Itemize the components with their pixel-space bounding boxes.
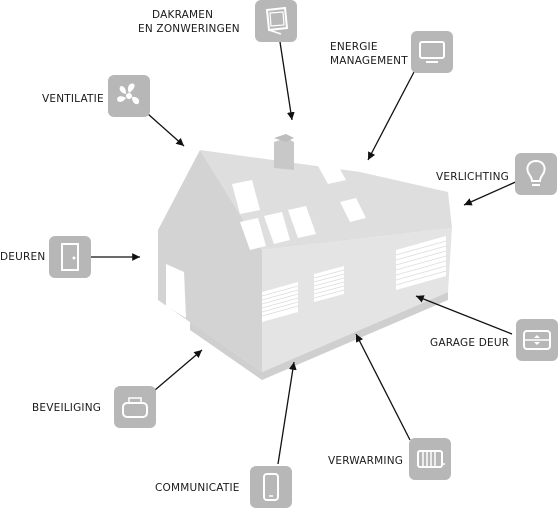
roof-window-icon	[265, 6, 289, 35]
arrow-beveiliging	[154, 349, 203, 391]
ventilatie-tile[interactable]	[108, 75, 150, 117]
door-icon	[61, 243, 79, 271]
garage-door-icon	[523, 330, 551, 350]
garage-deur-tile[interactable]	[516, 319, 558, 361]
energie-tile[interactable]	[411, 31, 453, 73]
radiator-icon	[417, 450, 445, 468]
arrow-communicatie	[277, 361, 297, 465]
label-verwarming: VERWARMING	[328, 455, 404, 467]
arrows	[90, 41, 521, 465]
fan-icon	[117, 83, 140, 105]
verlichting-tile[interactable]	[515, 153, 557, 195]
label-deuren: DEUREN	[0, 251, 46, 263]
gable-door	[166, 264, 186, 318]
verwarming-tile[interactable]	[409, 438, 451, 480]
label-energie-line2: MANAGEMENT	[330, 55, 408, 67]
dakramen-tile[interactable]	[255, 0, 297, 42]
communicatie-tile[interactable]	[250, 466, 292, 508]
smartphone-icon	[263, 473, 279, 501]
arrow-ventilatie	[147, 113, 185, 147]
security-device-icon	[122, 397, 148, 418]
arrow-energie	[367, 71, 415, 161]
label-ventilatie: VENTILATIE	[42, 93, 104, 105]
label-dakramen-line2: EN ZONWERINGEN	[138, 23, 240, 35]
label-beveiliging: BEVEILIGING	[32, 402, 102, 414]
deuren-tile[interactable]	[49, 236, 91, 278]
arrow-verwarming	[355, 333, 411, 441]
label-dakramen-line1: DAKRAMEN	[152, 9, 214, 21]
monitor-icon	[419, 41, 445, 63]
label-verlichting: VERLICHTING	[436, 171, 509, 183]
roof-windows	[232, 162, 366, 250]
label-energie-line1: ENERGIE	[330, 41, 378, 53]
arrow-verlichting	[463, 179, 521, 206]
light-bulb-icon	[526, 159, 546, 186]
arrow-garage	[415, 295, 513, 335]
arrow-dakramen	[279, 41, 295, 121]
label-garage-deur: GARAGE DEUR	[430, 337, 510, 349]
beveiliging-tile[interactable]	[114, 386, 156, 428]
label-communicatie: COMMUNICATIE	[155, 482, 240, 494]
house-roof	[200, 150, 452, 250]
chimney	[274, 138, 294, 170]
